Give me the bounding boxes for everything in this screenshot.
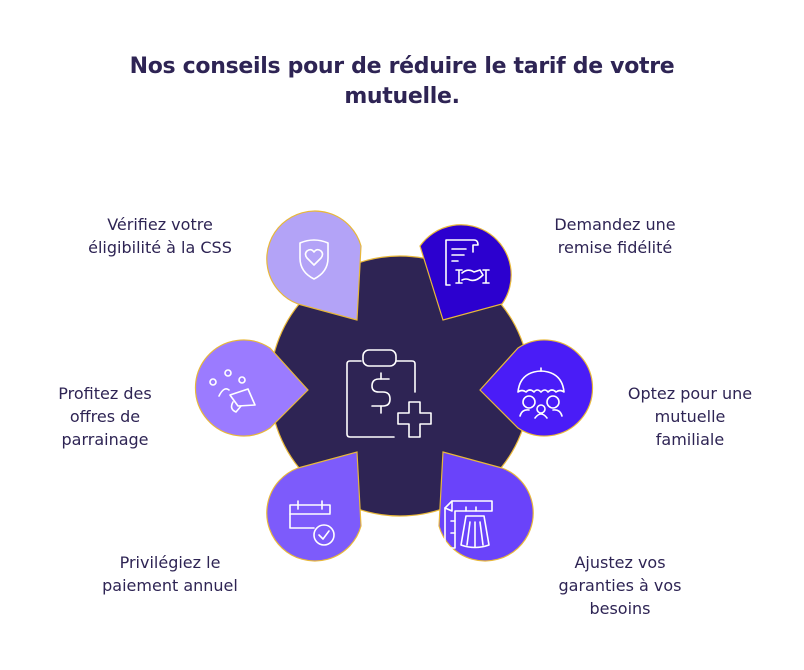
clipboard-dollar-medical-icon <box>346 349 432 438</box>
tip-label-garanties: Ajustez vos garanties à vos besoins <box>558 553 682 618</box>
title-line-1: Nos conseils pour de réduire le tarif de… <box>129 54 675 79</box>
petal-garanties <box>438 451 534 562</box>
referral-megaphone-icon <box>209 369 256 413</box>
family-umbrella-icon <box>517 367 565 419</box>
shield-heart-icon <box>299 239 329 280</box>
petal-fidelite <box>419 224 512 321</box>
ruler-skirt-icon <box>444 500 493 549</box>
tip-label-css: Vérifiez votre éligibilité à la CSS <box>88 215 232 257</box>
tip-label-parrainage: Profitez des offres de parrainage <box>58 384 152 449</box>
petal-css <box>266 210 362 321</box>
petal-annuel <box>266 451 362 562</box>
petal-familiale <box>479 339 594 437</box>
title-line-2: mutuelle. <box>344 84 460 109</box>
tip-label-annuel: Privilégiez le paiement annuel <box>102 553 238 595</box>
diagram-title: Nos conseils pour de réduire le tarif de… <box>0 52 804 112</box>
tip-label-fidelite: Demandez une remise fidélité <box>554 215 676 257</box>
petal-parrainage <box>194 339 309 437</box>
calendar-check-icon <box>289 500 335 546</box>
tip-label-familiale: Optez pour une mutuelle familiale <box>627 384 753 449</box>
contract-handshake-icon <box>445 239 490 286</box>
